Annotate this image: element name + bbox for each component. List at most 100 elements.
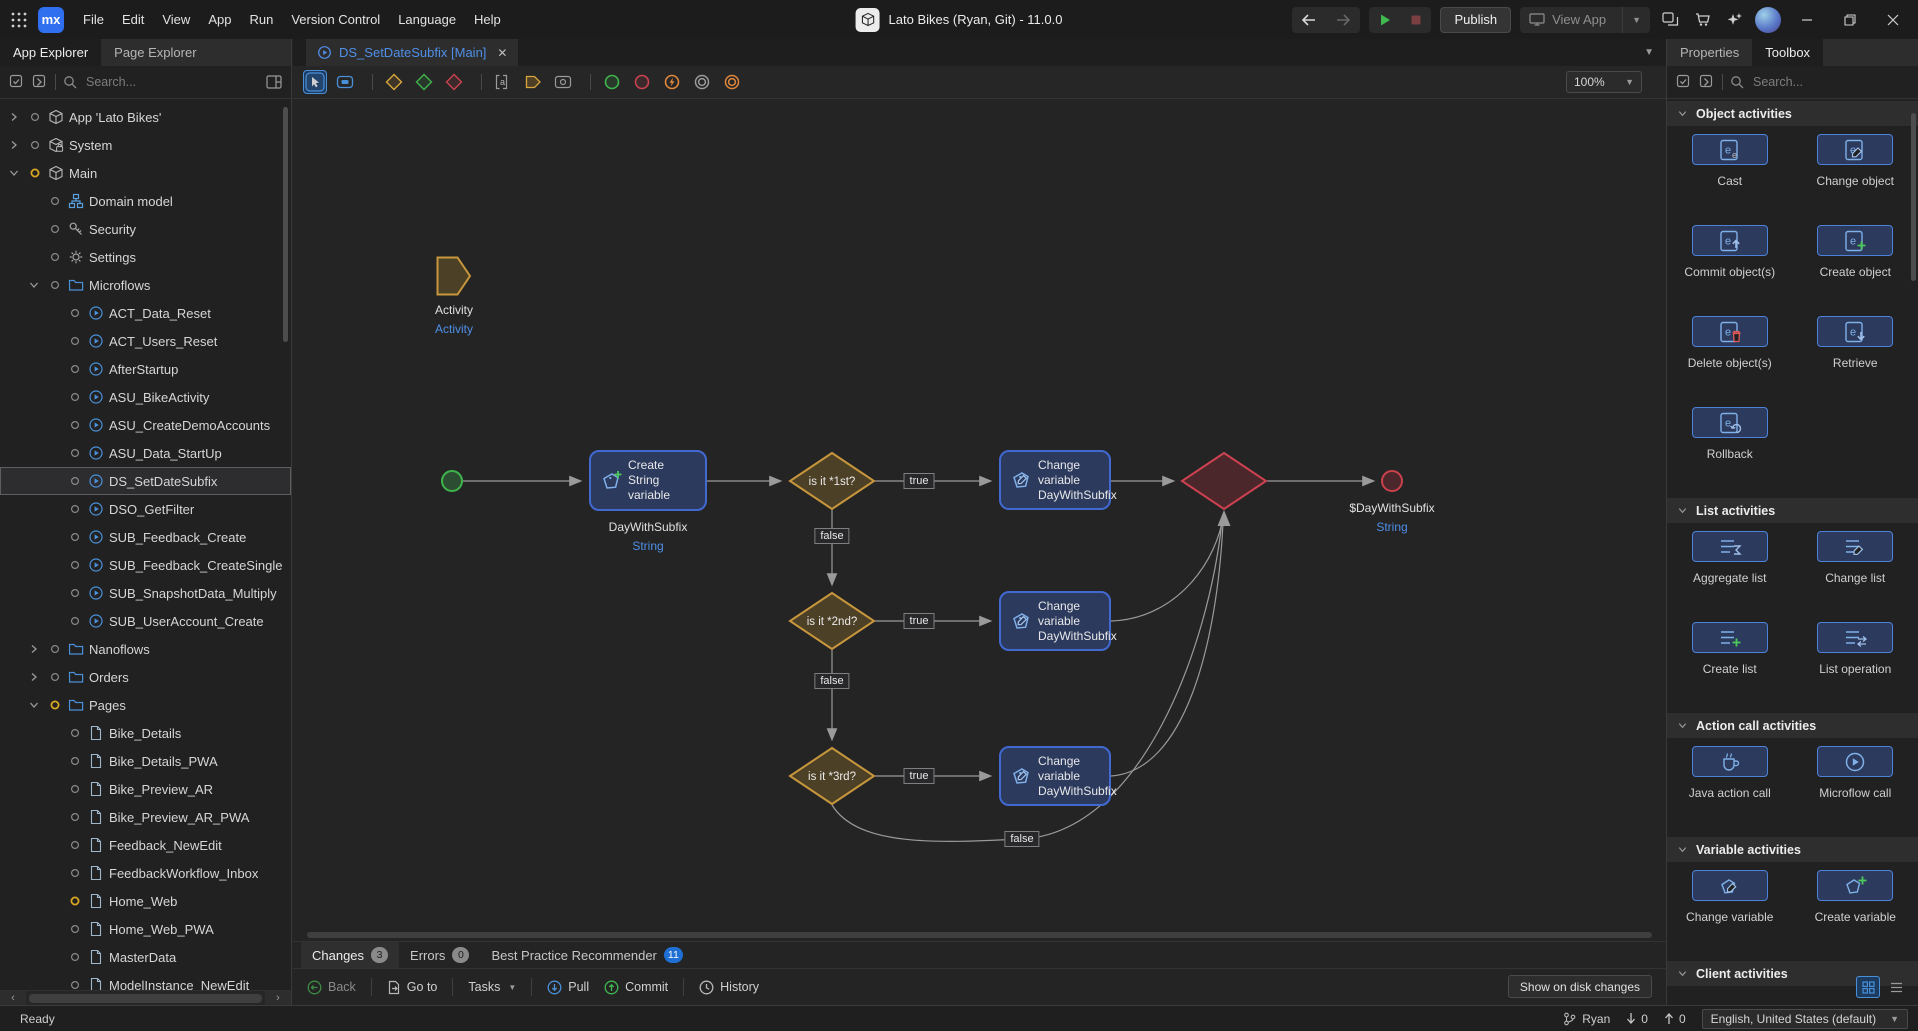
toolbox-item-aggregate-list[interactable]: Aggregate list	[1667, 531, 1793, 622]
activity-tool-icon[interactable]	[333, 70, 357, 94]
tree-item-sub-useraccount-create[interactable]: SUB_UserAccount_Create	[0, 607, 291, 635]
tree-item-bike-preview-ar-pwa[interactable]: Bike_Preview_AR_PWA	[0, 803, 291, 831]
grid-view-toggle[interactable]	[1856, 976, 1880, 998]
branch-indicator[interactable]: Ryan	[1563, 1012, 1610, 1026]
chevron-collapsed-icon[interactable]	[26, 671, 42, 683]
decision-2[interactable]: is it *2nd?	[788, 591, 876, 651]
toolbox-item-java-action-call[interactable]: Java action call	[1667, 746, 1793, 837]
maia-icon[interactable]	[1723, 12, 1746, 28]
tree-item-masterdata[interactable]: MasterData	[0, 943, 291, 971]
merge-tool-icon[interactable]	[442, 70, 466, 94]
canvas-horizontal-scrollbar[interactable]	[307, 932, 1652, 938]
back-button[interactable]: Back	[303, 980, 360, 995]
forward-nav-icon[interactable]	[1326, 7, 1360, 33]
incoming-commits[interactable]: 0	[1626, 1012, 1648, 1026]
tree-item-bike-details[interactable]: Bike_Details	[0, 719, 291, 747]
decision-tool-icon[interactable]	[382, 70, 406, 94]
start-event[interactable]	[441, 470, 463, 492]
chevron-collapsed-icon[interactable]	[6, 111, 22, 123]
outgoing-commits[interactable]: 0	[1664, 1012, 1686, 1026]
toolbox-item-change-variable[interactable]: Change variable	[1667, 870, 1793, 961]
locate-icon[interactable]	[9, 74, 25, 90]
tree-item-sub-feedback-createsingle[interactable]: SUB_Feedback_CreateSingle	[0, 551, 291, 579]
go-to-button[interactable]: Go to	[383, 980, 442, 995]
decision-3[interactable]: is it *3rd?	[788, 746, 876, 806]
scroll-left-icon[interactable]: ‹	[0, 991, 26, 1005]
menu-edit[interactable]: Edit	[121, 12, 145, 27]
tree-item-security[interactable]: Security	[0, 215, 291, 243]
end-event-tool-icon[interactable]	[630, 70, 654, 94]
start-event-tool-icon[interactable]	[600, 70, 624, 94]
close-button[interactable]	[1876, 0, 1910, 39]
tab-list-caret-icon[interactable]: ▼	[1644, 47, 1654, 58]
toolbox-vertical-scrollbar[interactable]	[1911, 113, 1916, 281]
parameter-shape[interactable]	[436, 256, 472, 296]
scrollbar-thumb[interactable]	[29, 993, 262, 1003]
tree-item-feedback-newedit[interactable]: Feedback_NewEdit	[0, 831, 291, 859]
explorer-horizontal-scrollbar[interactable]: ‹ ›	[0, 990, 291, 1005]
break-event-tool-icon[interactable]	[720, 70, 744, 94]
parameter-tool-icon[interactable]	[521, 70, 545, 94]
collapse-all-icon[interactable]	[1699, 74, 1715, 90]
tree-item-asu-data-startup[interactable]: ASU_Data_StartUp	[0, 439, 291, 467]
tree-item-ds-setdatesubfix[interactable]: DS_SetDateSubfix	[0, 467, 291, 495]
close-tab-icon[interactable]: ✕	[497, 45, 508, 60]
tree-item-bike-details-pwa[interactable]: Bike_Details_PWA	[0, 747, 291, 775]
tree-item-nanoflows[interactable]: Nanoflows	[0, 635, 291, 663]
pull-button[interactable]: Pull	[543, 980, 593, 995]
stop-icon[interactable]	[1401, 7, 1431, 33]
chevron-expanded-icon[interactable]	[26, 279, 42, 291]
chevron-expanded-icon[interactable]	[26, 699, 42, 711]
list-view-toggle[interactable]	[1884, 976, 1908, 998]
chevron-collapsed-icon[interactable]	[6, 139, 22, 151]
tree-item-home-web[interactable]: Home_Web	[0, 887, 291, 915]
tree-item-home-web-pwa[interactable]: Home_Web_PWA	[0, 915, 291, 943]
section-header-variable-activities[interactable]: Variable activities	[1667, 837, 1918, 862]
tree-item-dso-getfilter[interactable]: DSO_GetFilter	[0, 495, 291, 523]
toolbox-search-input[interactable]	[1751, 74, 1861, 90]
explorer-tab-page-explorer[interactable]: Page Explorer	[101, 39, 210, 66]
zoom-control[interactable]: 100% ▼	[1566, 71, 1642, 93]
back-nav-icon[interactable]	[1292, 7, 1326, 33]
view-app-caret-icon[interactable]: ▼	[1622, 6, 1650, 33]
menu-version-control[interactable]: Version Control	[291, 12, 381, 27]
tree-item-pages[interactable]: Pages	[0, 691, 291, 719]
section-header-list-activities[interactable]: List activities	[1667, 498, 1918, 523]
annotation-tool-icon[interactable]: a	[491, 70, 515, 94]
tree-item-asu-bikeactivity[interactable]: ASU_BikeActivity	[0, 383, 291, 411]
tree-item-asu-createdemoaccounts[interactable]: ASU_CreateDemoAccounts	[0, 411, 291, 439]
menu-run[interactable]: Run	[249, 12, 274, 27]
menu-app[interactable]: App	[208, 12, 232, 27]
tree-item-bike-preview-ar[interactable]: Bike_Preview_AR	[0, 775, 291, 803]
document-tab[interactable]: DS_SetDateSubfix [Main] ✕	[306, 39, 519, 66]
section-header-action-call-activities[interactable]: Action call activities	[1667, 713, 1918, 738]
section-header-object-activities[interactable]: Object activities	[1667, 101, 1918, 126]
tree-item-domain-model[interactable]: Domain model	[0, 187, 291, 215]
end-event[interactable]	[1381, 470, 1403, 492]
chevron-collapsed-icon[interactable]	[26, 643, 42, 655]
toolbox-item-list-operation[interactable]: List operation	[1793, 622, 1918, 713]
tree-item-afterstartup[interactable]: AfterStartup	[0, 355, 291, 383]
merge-shape[interactable]	[1180, 451, 1268, 511]
tree-item-sub-feedback-create[interactable]: SUB_Feedback_Create	[0, 523, 291, 551]
toolbox-item-create-variable[interactable]: Create variable	[1793, 870, 1918, 961]
commit-button[interactable]: Commit	[600, 980, 672, 995]
locate-icon[interactable]	[1676, 74, 1692, 90]
history-button[interactable]: History	[695, 980, 763, 995]
maximize-button[interactable]	[1833, 0, 1867, 39]
menu-help[interactable]: Help	[474, 12, 501, 27]
tree-item-feedbackworkflow-inbox[interactable]: FeedbackWorkflow_Inbox	[0, 859, 291, 887]
menu-view[interactable]: View	[162, 12, 191, 27]
language-selector[interactable]: English, United States (default) ▼	[1701, 1008, 1908, 1029]
view-app-button[interactable]: View App ▼	[1520, 6, 1650, 33]
show-on-disk-changes-button[interactable]: Show on disk changes	[1507, 975, 1652, 998]
menu-file[interactable]: File	[83, 12, 104, 27]
